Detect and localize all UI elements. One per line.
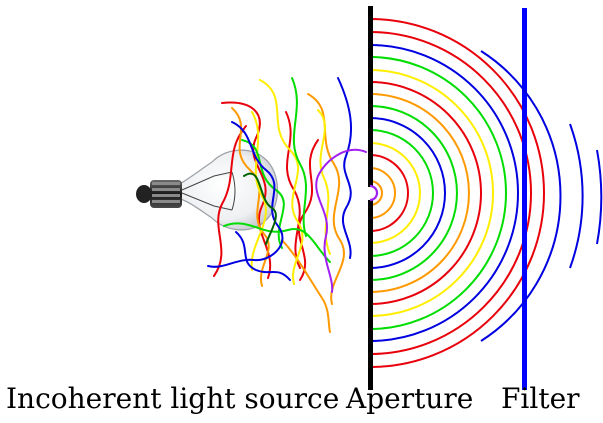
light-source-label: Incoherent light source [6,382,340,415]
wave-red-1 [221,101,272,279]
wave-darkgreen-1 [243,172,277,245]
pinhole-marker [369,184,379,202]
filtered-wave-3 [596,149,603,245]
wave-green-2 [223,222,331,263]
wave-red-3 [285,111,301,269]
wave-yellow-1 [259,79,304,285]
wave-purple-1 [315,148,367,293]
wave-red-2 [213,125,247,277]
wave-red-4 [297,139,319,281]
wavefront-10 [369,69,494,317]
filter-line [522,8,527,390]
wave-orange-1 [231,107,270,287]
wavefront-1 [369,180,383,206]
bulb-base [136,180,182,208]
wavefront-5 [369,129,434,257]
filter-label: Filter [501,382,580,415]
wavefront-13 [369,31,532,355]
wave-orange-2 [307,93,345,305]
incoherent-light-waves [207,77,367,333]
wave-blue-2 [337,77,352,259]
wave-yellow-2 [250,111,267,271]
wave-blue-1 [207,121,284,268]
filtered-wave-1 [480,50,562,342]
wavefront-7 [369,105,458,281]
wave-blue-3 [235,231,291,281]
aperture-lower [368,200,373,390]
wavefront-9 [369,81,482,305]
wave-green-3 [291,77,307,237]
wave-orange-3 [281,239,331,333]
aperture-label: Aperture [346,382,474,415]
wavefront-8 [369,93,470,293]
wavefront-4 [369,142,421,244]
wave-yellow-3 [317,109,331,255]
wavefront-3 [369,154,409,232]
wavefront-12 [369,44,519,342]
wavefront-2 [369,167,396,219]
filtered-wave-2 [569,123,584,269]
aperture-screen [368,6,373,390]
wavefronts-filtered [480,50,603,342]
aperture-upper [368,6,373,187]
wavefront-6 [369,117,446,269]
bulb-filament [181,171,236,211]
wavefronts-aperture [369,18,545,368]
wavefront-11 [369,56,507,330]
wavefront-14 [369,18,545,368]
